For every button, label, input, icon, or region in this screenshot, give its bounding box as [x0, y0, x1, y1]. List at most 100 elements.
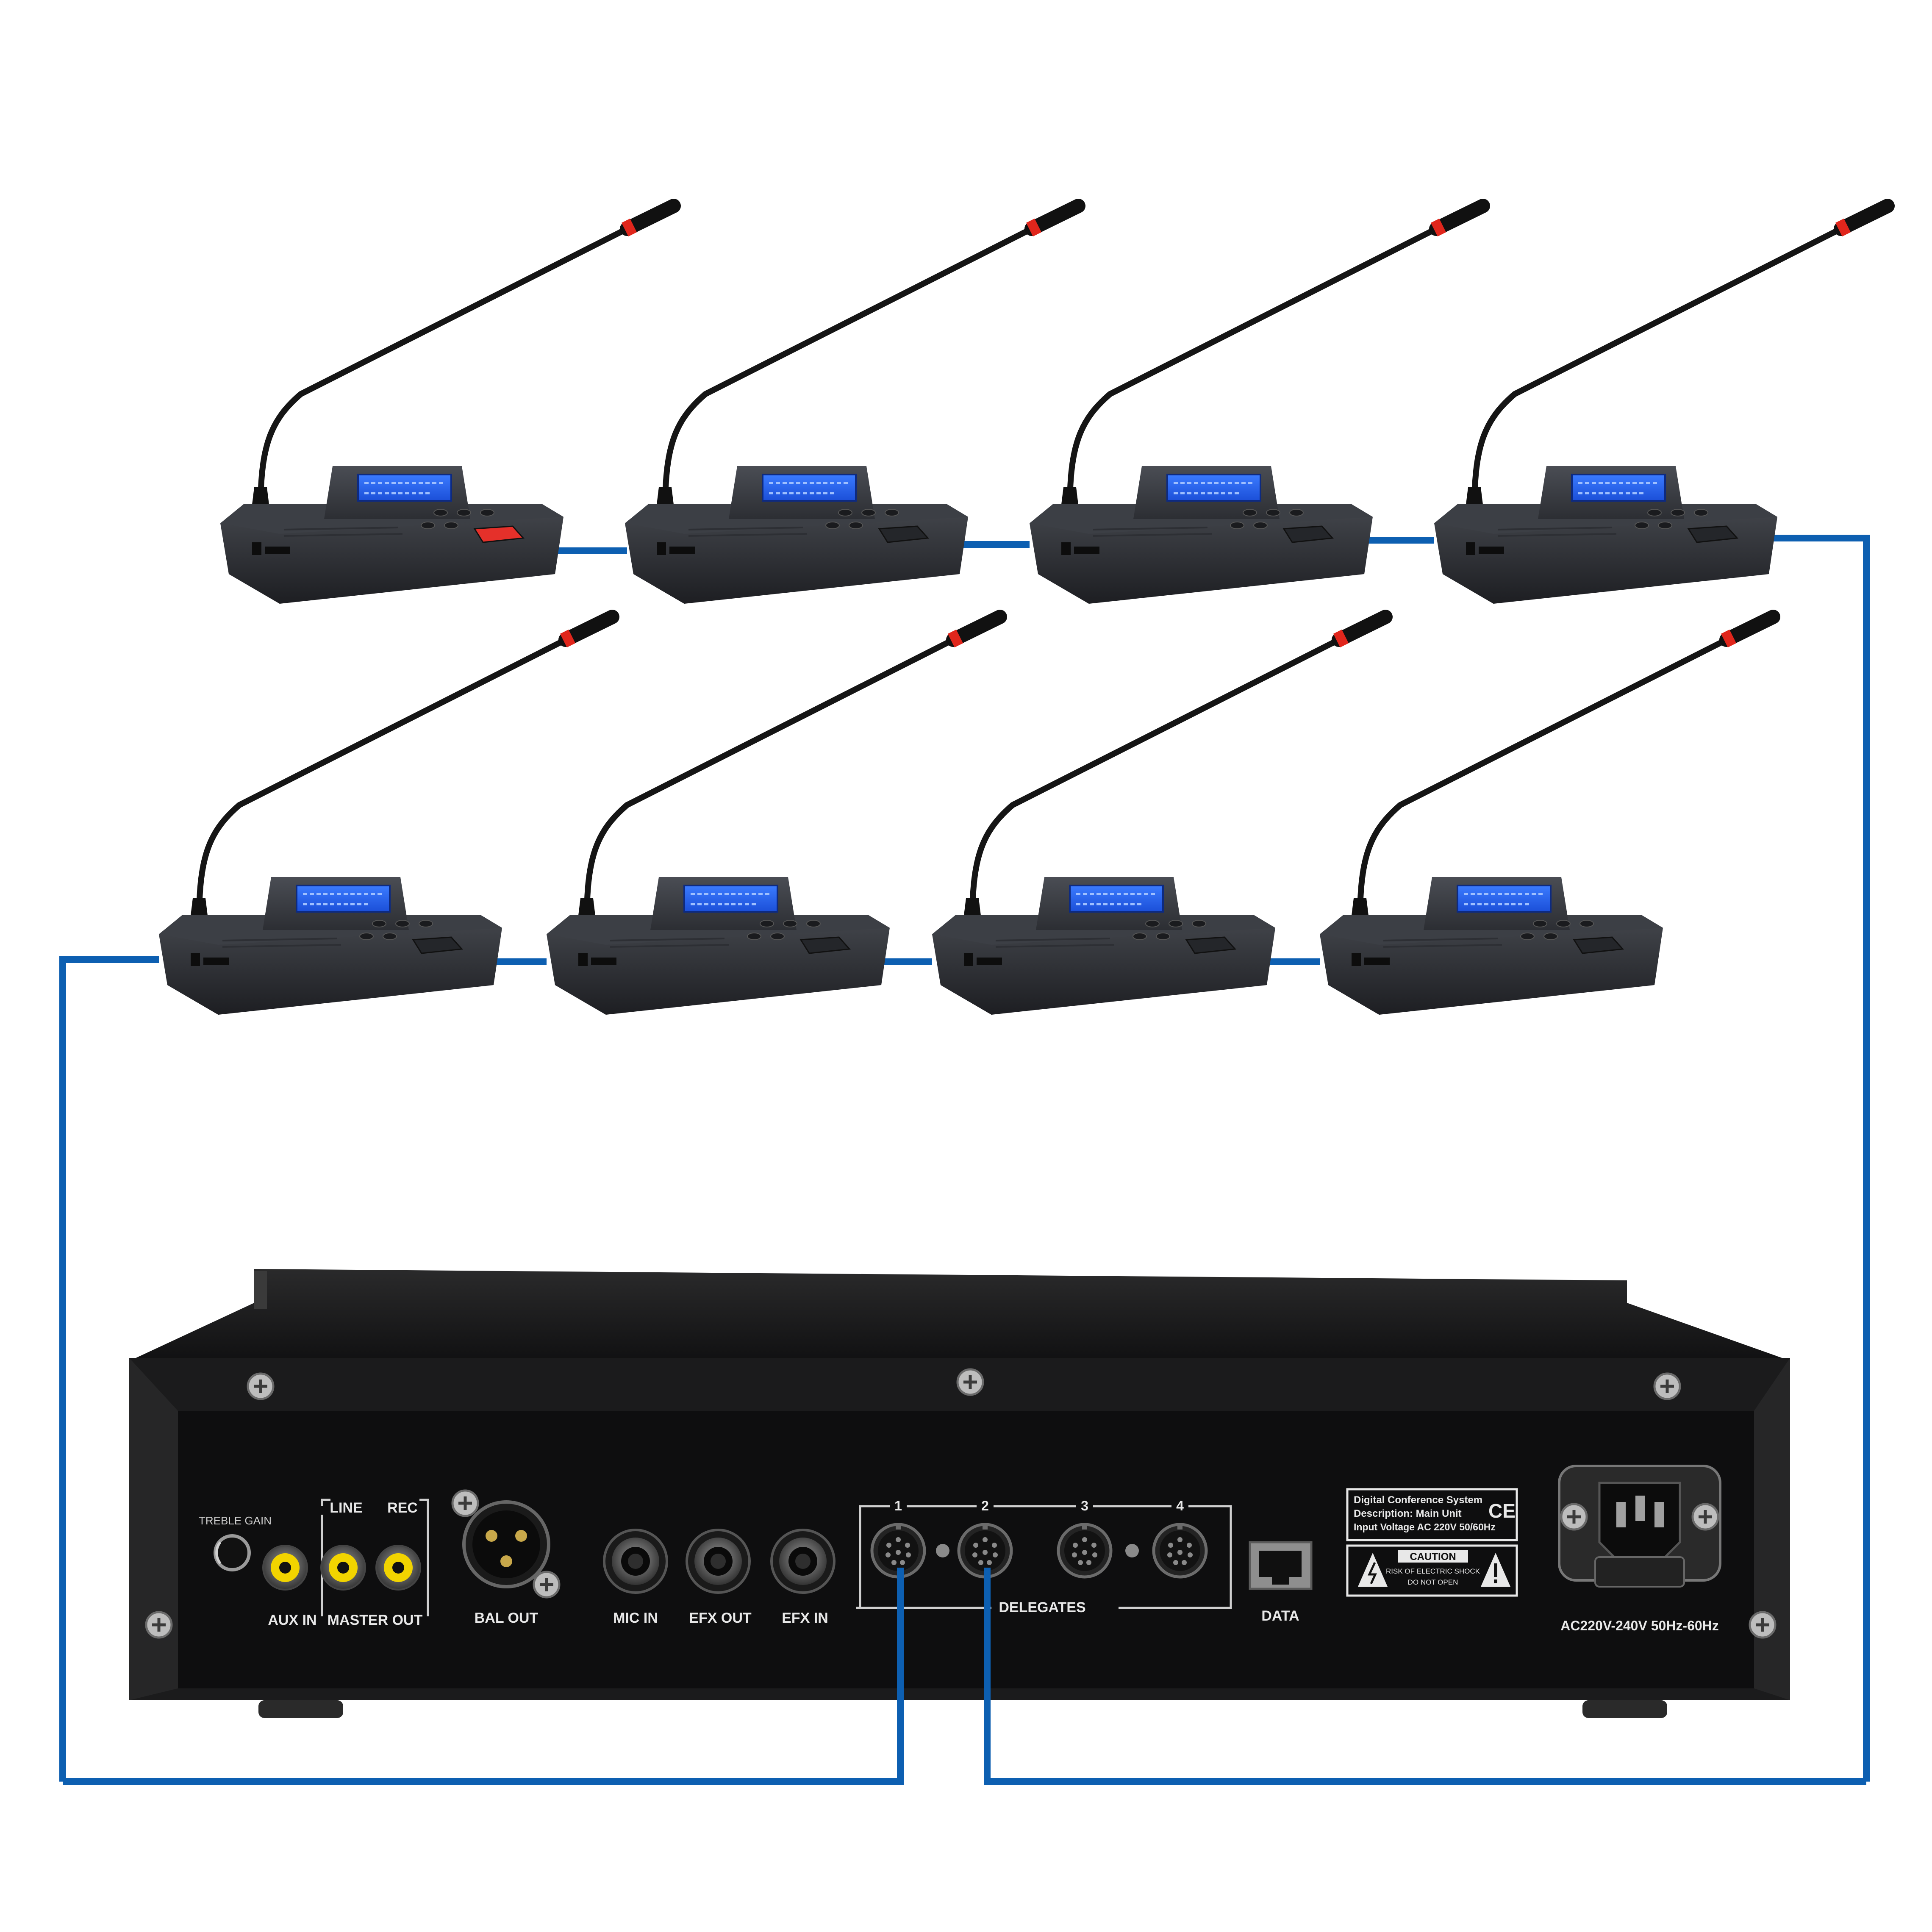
keypad-button[interactable]: [1658, 522, 1672, 529]
keypad-button[interactable]: [825, 522, 840, 529]
bal-out-xlr-connector[interactable]: [452, 1491, 559, 1597]
efx-in-jack[interactable]: [772, 1530, 834, 1593]
keypad-button[interactable]: [383, 933, 397, 940]
delegate-port-label-1: 1: [894, 1498, 902, 1513]
keypad-button[interactable]: [395, 920, 410, 927]
keypad-button[interactable]: [1579, 920, 1594, 927]
side-port[interactable]: [1479, 547, 1504, 554]
keypad-button[interactable]: [1266, 509, 1280, 516]
lcd-screen: [1166, 474, 1261, 502]
efx-out-jack[interactable]: [687, 1530, 749, 1593]
lcd-text-rows: [769, 482, 849, 494]
rec-out-jack[interactable]: [375, 1545, 421, 1591]
line-out-jack[interactable]: [320, 1545, 366, 1591]
delegate-port-3[interactable]: [1058, 1524, 1111, 1577]
keypad-button[interactable]: [838, 509, 852, 516]
side-port[interactable]: [591, 958, 616, 965]
talk-button[interactable]: [1687, 525, 1739, 543]
headphone-jack[interactable]: [1352, 953, 1361, 966]
delegates-bracket: [856, 1505, 1232, 1609]
keypad-button[interactable]: [1520, 933, 1535, 940]
keypad-button[interactable]: [1169, 920, 1183, 927]
cable-layer: [59, 535, 1870, 1782]
keypad-button[interactable]: [806, 920, 821, 927]
side-port[interactable]: [265, 547, 290, 554]
keypad-button[interactable]: [1192, 920, 1206, 927]
keypad-button[interactable]: [421, 522, 435, 529]
keypad-button[interactable]: [419, 920, 433, 927]
fuse-drawer[interactable]: [1594, 1556, 1685, 1588]
keypad-button[interactable]: [1556, 920, 1571, 927]
talk-button[interactable]: [473, 525, 525, 543]
keypad-button[interactable]: [747, 933, 761, 940]
keypad-button[interactable]: [783, 920, 797, 927]
keypad-button[interactable]: [1289, 509, 1304, 516]
keypad-button[interactable]: [861, 509, 876, 516]
keypad-button[interactable]: [1671, 509, 1685, 516]
keypad-button[interactable]: [457, 509, 471, 516]
keypad-button[interactable]: [480, 509, 494, 516]
talk-button[interactable]: [1573, 936, 1624, 954]
keypad-button[interactable]: [770, 933, 785, 940]
talk-button[interactable]: [412, 936, 464, 954]
headphone-jack[interactable]: [657, 542, 666, 555]
headphone-jack[interactable]: [578, 953, 588, 966]
treble-gain-knob[interactable]: [214, 1534, 251, 1571]
data-rj45-port[interactable]: [1249, 1541, 1313, 1590]
data-label: DATA: [1261, 1608, 1299, 1624]
keypad-button[interactable]: [1243, 509, 1257, 516]
side-port[interactable]: [977, 958, 1002, 965]
side-port[interactable]: [669, 547, 695, 554]
gooseneck-microphone-icon: [1429, 199, 1490, 236]
keypad-button[interactable]: [1647, 509, 1662, 516]
keypad-button[interactable]: [1133, 933, 1147, 940]
mic-indicator-ring: [1333, 629, 1349, 648]
keypad-button[interactable]: [849, 522, 863, 529]
keypad-button[interactable]: [1694, 509, 1708, 516]
main-unit: TREBLE GAIN AUX IN LINE REC MASTER OUT B…: [129, 1269, 1790, 1718]
caution-line-2: DO NOT OPEN: [1408, 1578, 1458, 1586]
power-inlet[interactable]: [1558, 1465, 1721, 1588]
gooseneck-icon: [1067, 226, 1439, 511]
keypad-button[interactable]: [1253, 522, 1268, 529]
keypad-button[interactable]: [1156, 933, 1170, 940]
talk-button[interactable]: [1185, 936, 1237, 954]
headphone-jack[interactable]: [252, 542, 261, 555]
side-port[interactable]: [1074, 547, 1099, 554]
delegates-label: DELEGATES: [999, 1599, 1085, 1616]
keypad-button[interactable]: [1635, 522, 1649, 529]
keypad-button[interactable]: [1533, 920, 1547, 927]
screw-icon: [248, 1374, 273, 1399]
warning-triangle-icon: [1481, 1553, 1510, 1587]
treble-gain-label: TREBLE GAIN: [199, 1514, 272, 1527]
talk-button[interactable]: [799, 936, 851, 954]
keypad-button[interactable]: [444, 522, 458, 529]
headphone-jack[interactable]: [1466, 542, 1475, 555]
keypad-button[interactable]: [1230, 522, 1244, 529]
talk-button[interactable]: [1282, 525, 1334, 543]
speaker-grille: [1383, 938, 1502, 948]
side-port[interactable]: [203, 958, 229, 965]
keypad-button[interactable]: [1145, 920, 1160, 927]
keypad-button[interactable]: [885, 509, 899, 516]
connection-cable: [59, 956, 159, 1782]
screw-icon: [146, 1612, 172, 1638]
speaker-grille: [283, 527, 403, 537]
keypad-button[interactable]: [359, 933, 374, 940]
keypad-button[interactable]: [433, 509, 448, 516]
lcd-screen: [762, 474, 857, 502]
keypad-button[interactable]: [1543, 933, 1558, 940]
speaker-grille: [1093, 527, 1212, 537]
keypad-button[interactable]: [372, 920, 386, 927]
aux-in-jack[interactable]: [262, 1545, 308, 1591]
side-port[interactable]: [1364, 958, 1390, 965]
headphone-jack[interactable]: [1061, 542, 1071, 555]
talk-button[interactable]: [878, 525, 930, 543]
foot-left: [258, 1700, 343, 1718]
keypad-button[interactable]: [760, 920, 774, 927]
mic-in-jack[interactable]: [604, 1530, 667, 1593]
delegate-port-4[interactable]: [1154, 1524, 1206, 1577]
headphone-jack[interactable]: [191, 953, 200, 966]
headphone-jack[interactable]: [964, 953, 973, 966]
nameplate-line-3: Input Voltage AC 220V 50/60Hz: [1354, 1521, 1496, 1532]
